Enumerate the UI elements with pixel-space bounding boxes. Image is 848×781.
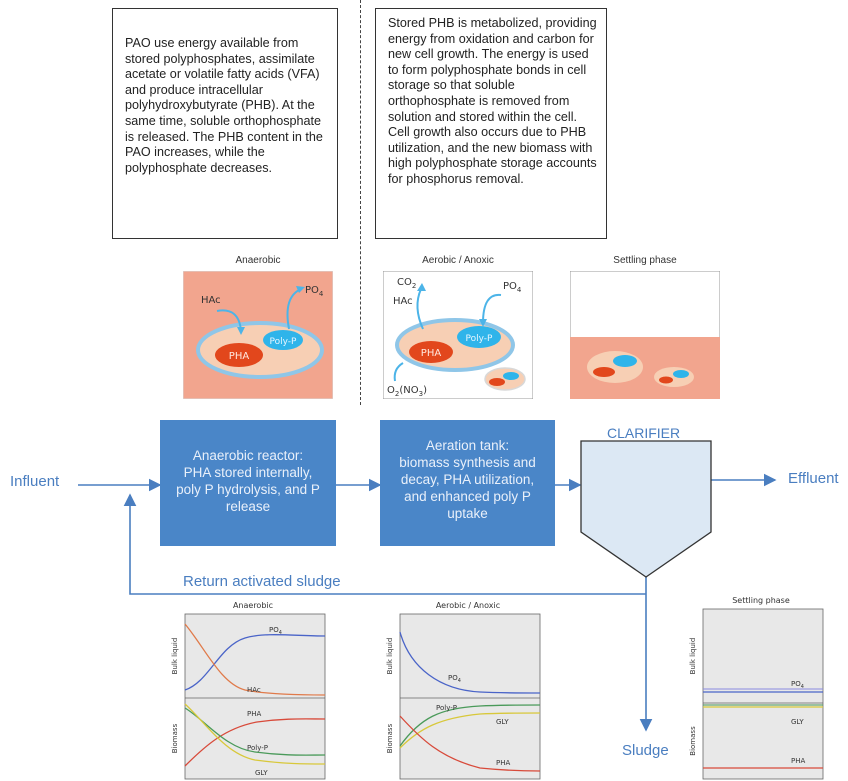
series-line-polyp [399,704,541,747]
co2-label: CO2 [397,277,416,290]
series-label-hac: HAc [247,686,261,694]
series-line-gly [184,703,326,765]
o2-uptake-arrow [393,362,404,382]
polyp-granule [457,326,501,348]
sludge-label: Sludge [622,742,669,759]
biomass-axis-label: Biomass [689,726,697,756]
anaerobic-reactor-line-1: Anaerobic reactor: [192,448,304,463]
series-line-po4 [184,634,326,691]
hac-label: HAc [201,295,221,306]
co2-release-arrow [416,288,424,330]
po4-label: PO4 [305,285,324,298]
phase-divider [360,0,361,405]
o2-no3-label: O2(NO3) [387,385,427,398]
plot-area [702,608,824,780]
chart-title: Anaerobic [233,601,273,610]
clarifier-label: CLARIFIER [607,425,681,441]
anaerobic-description-text: PAO use energy available from stored pol… [125,36,323,175]
return-sludge-line [123,493,646,595]
influent-label: Influent [10,473,60,490]
cell-panel-title-settling: Settling phase [613,255,677,266]
aeration-tank-line-2: biomass synthesis and [399,455,536,470]
aerobic-description: Stored PHB is metabolized, providing ene… [375,8,607,239]
chart-title: Settling phase [732,596,790,605]
clarifier-vessel [580,440,712,578]
po4-label: PO4 [503,281,522,294]
hac-label: HAc [393,296,413,307]
series-label-pha: PHA [791,757,805,765]
anaerobic-reactor-line-2: PHA stored internally, [183,465,313,480]
bulk-liquid-axis-label: Bulk liquid [689,638,697,675]
pha-label: PHA [421,348,442,359]
series-label-gly: GLY [791,718,804,726]
anaerobic-reactor-line-3: poly P hydrolysis, and P [176,482,320,497]
pha-granule [215,343,263,367]
return-sludge-label: Return activated sludge [183,573,341,590]
biomass-axis-label: Biomass [171,723,179,753]
bulk-liquid-axis-label: Bulk liquid [386,638,394,675]
series-line-pha [184,718,326,767]
aeration-tank-line-3: decay, PHA utilization, [400,472,535,487]
settling-cell-panel [570,271,720,399]
aerobic-description-text: Stored PHB is metabolized, providing ene… [388,16,597,186]
bulk-liquid-axis-label: Bulk liquid [171,638,179,675]
anaerobic-cell-panel: PHA Poly-P HAc PO4 [183,271,333,399]
aeration-tank-line-5: uptake [447,506,488,521]
series-label-polyp: Poly-P [436,704,457,712]
anaerobic-description: PAO use energy available from stored pol… [112,8,338,239]
effluent-label: Effluent [788,470,839,487]
series-line-pha [399,715,541,772]
polyp-label: Poly-P [466,334,494,344]
series-line-hac [184,623,326,696]
aeration-tank-box: Aeration tank: biomass synthesis and dec… [380,420,555,546]
pha-label: PHA [229,351,250,362]
chart-title: Aerobic / Anoxic [436,601,500,610]
series-label-pha: PHA [247,710,261,718]
cell-panel-title-anaerobic: Anaerobic [235,255,281,266]
series-label-gly: GLY [255,769,268,777]
anaerobic-reactor-line-4: release [225,499,271,514]
polyp-granule [263,330,303,350]
series-label-po4: PO4 [791,680,804,690]
anaerobic-reactor-box: Anaerobic reactor: PHA stored internally… [160,420,336,546]
cell-panel-title-aerobic: Aerobic / Anoxic [422,255,494,266]
series-line-gly [399,712,541,749]
pha-granule [409,341,453,363]
series-label-pha: PHA [496,759,510,767]
aeration-tank-line-4: and enhanced poly P [404,489,531,504]
series-label-po4: PO4 [269,626,282,636]
po4-uptake-arrow [482,293,502,324]
plot-area [399,613,541,780]
series-label-gly: GLY [496,718,509,726]
plot-area [184,613,326,780]
series-line-po4 [399,631,541,694]
polyp-label: Poly-P [270,337,298,347]
biomass-axis-label: Biomass [386,723,394,753]
series-label-po4: PO4 [448,674,461,684]
aeration-tank-line-1: Aeration tank: [425,438,510,453]
aerobic-cell-panel: PHA Poly-P CO2 HAc PO4 O2(NO3) [383,271,533,399]
series-label-polyp: Poly-P [247,744,268,752]
